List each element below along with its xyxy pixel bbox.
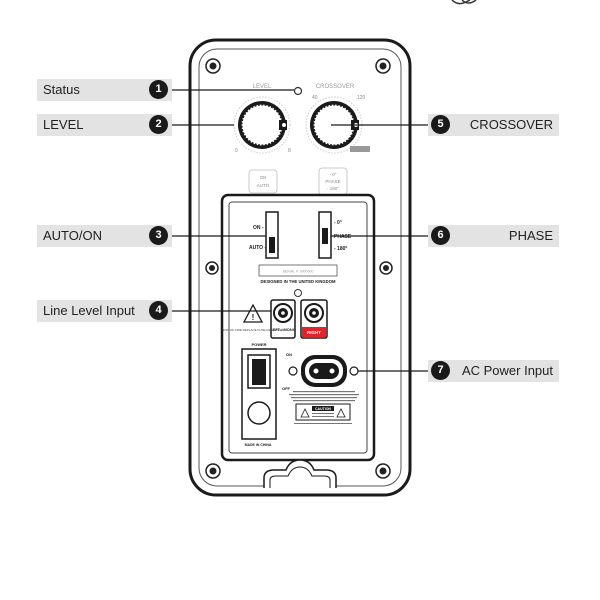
svg-text:!: !	[252, 313, 255, 322]
ac-power-socket[interactable]	[301, 355, 347, 387]
left-mono-label-text: LEFT / MONO	[270, 327, 296, 332]
crossover-knob-label: CROSSOVER	[316, 84, 355, 90]
fuse-holder[interactable]	[247, 401, 271, 425]
corner-screw-icon	[205, 58, 221, 74]
callout-auto-on-label: AUTO/ON	[37, 225, 172, 247]
phase-legend-line-2: PHASE	[325, 179, 340, 184]
phase-legend-line-3: - 180°	[327, 186, 339, 191]
callout-number-3: 3	[149, 226, 168, 245]
phase-0-label: - 0°	[334, 220, 342, 226]
phase-legend-line-1: - 0°	[329, 172, 336, 177]
right-label: RIGHT	[307, 330, 321, 335]
level-max-label: 8	[288, 148, 291, 154]
ac-socket-screw-left	[288, 366, 298, 376]
carry-handle	[263, 459, 337, 488]
level-knob-label: LEVEL	[253, 84, 272, 90]
callout-leader-lines	[168, 89, 430, 372]
power-off-label: OFF	[282, 386, 291, 391]
left-mono-label: LEFT / MONO	[270, 327, 296, 332]
warning-triangle-icon: !	[242, 303, 264, 323]
corner-screw-icon	[375, 463, 391, 479]
serial-number-plate	[258, 264, 338, 277]
risk-of-fire-text: RISK OF FIRE REPLACE FUSE AS MARKED	[222, 328, 285, 332]
designed-in-text: DESIGNED IN THE UNITED KINGDOM	[261, 279, 336, 284]
auto-on-legend-bottom: AUTO	[257, 183, 270, 188]
corner-screw-icon	[205, 463, 221, 479]
status-led	[293, 86, 303, 96]
auto-on-switch[interactable]	[265, 211, 279, 259]
side-screw-icon	[379, 261, 393, 275]
crossover-min-label: 40	[312, 95, 318, 101]
callout-line-level-input-label: Line Level Input	[37, 300, 172, 322]
phase-switch-label: PHASE	[334, 234, 352, 240]
callout-level-label: LEVEL	[37, 114, 172, 136]
power-on-label: ON	[286, 352, 292, 357]
callout-number-2: 2	[149, 115, 168, 134]
phase-switch[interactable]	[318, 211, 332, 259]
input-ground-hole	[294, 289, 302, 297]
left-mono-rca-input[interactable]	[270, 299, 296, 339]
callout-phase-label: PHASE	[428, 225, 559, 247]
crossover-scale-bar	[350, 146, 370, 152]
callout-number-6: 6	[431, 226, 450, 245]
caution-text: CAUTION	[315, 407, 331, 411]
power-cord-graphic	[451, 0, 477, 5]
callout-number-1: 1	[149, 80, 168, 99]
level-min-label: 0	[235, 148, 238, 154]
switch-auto-label: AUTO -	[249, 245, 266, 251]
safety-fine-print-lower	[294, 413, 352, 424]
callout-number-5: 5	[431, 115, 450, 134]
corner-screw-icon	[375, 58, 391, 74]
auto-on-legend-box	[248, 169, 278, 194]
safety-fine-print	[289, 391, 359, 402]
switch-on-label: ON -	[253, 225, 264, 231]
caution-plate	[295, 403, 351, 421]
phase-180-label: - 180°	[334, 246, 347, 252]
callout-crossover-label: CROSSOVER	[428, 114, 559, 136]
side-screw-icon	[205, 261, 219, 275]
callout-status-label: Status	[37, 79, 172, 101]
level-knob[interactable]	[233, 96, 291, 154]
callout-number-4: 4	[149, 301, 168, 320]
crossover-max-label: 120	[357, 95, 366, 101]
power-label: POWER	[251, 342, 266, 347]
callout-number-7: 7	[431, 361, 450, 380]
right-rca-input[interactable]	[300, 299, 328, 339]
callout-ac-power-input-label: AC Power Input	[428, 360, 559, 382]
ac-socket-screw-right	[349, 366, 359, 376]
auto-on-legend-top: ON	[260, 175, 267, 180]
carry-handle-inner	[269, 466, 331, 488]
serial-number-text: SERIAL #: 0000000	[283, 270, 314, 274]
power-rocker-switch[interactable]	[247, 354, 271, 389]
made-in-text: MADE IN CHINA	[245, 443, 272, 447]
